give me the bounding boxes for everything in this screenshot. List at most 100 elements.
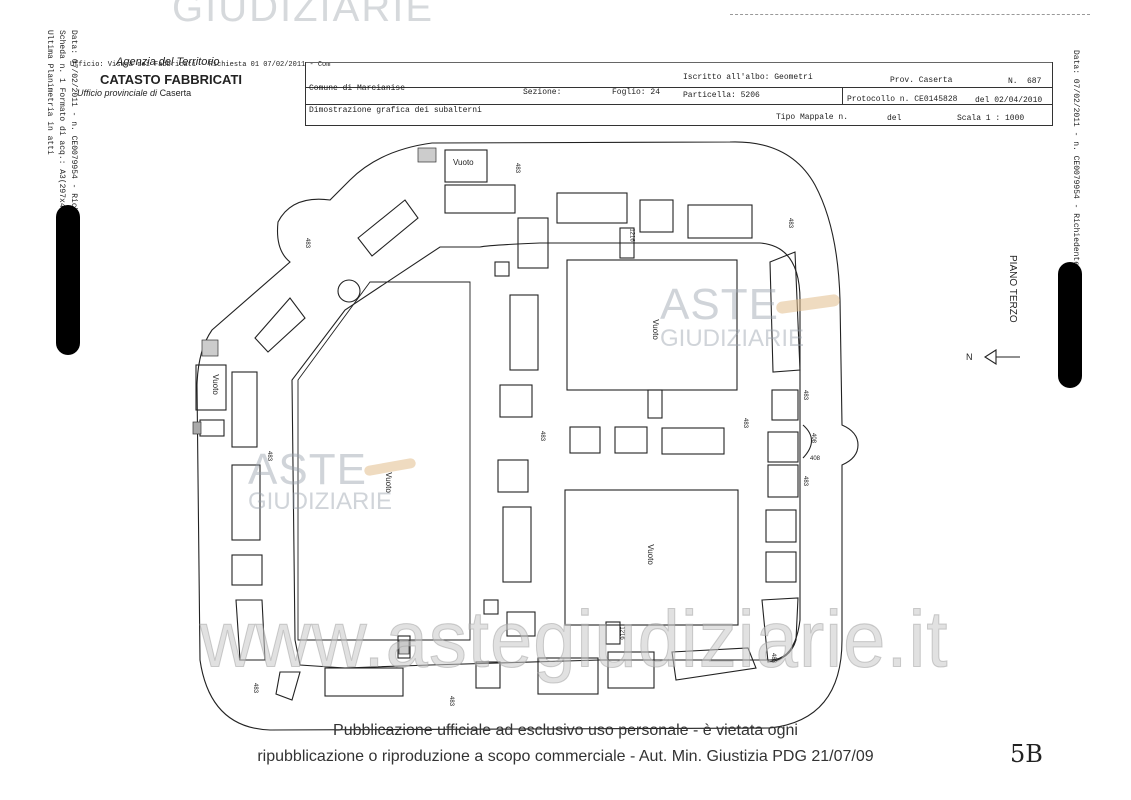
courtyard-bottom [564,489,739,626]
block-l1 [231,371,258,448]
label-vuoto-center-top: Vuoto [650,319,660,340]
label-483-e: 483 [742,417,749,429]
header-right-rule [1052,62,1053,126]
round-column [337,279,361,303]
page-mark: 5B [1010,740,1043,768]
label-483-c: 483 [787,217,794,229]
label-408-b: 408 [810,456,821,462]
particella: Particella: 5206 [683,91,760,100]
north-label: N [966,352,973,362]
iscritto: Iscritto all'albo: Geometri [683,73,813,82]
header-top-rule [305,62,1053,63]
foglio: Foglio: 24 [612,88,661,97]
block-1216-top [619,227,635,259]
block-t3 [639,199,674,233]
block-t2 [556,192,628,224]
block-m2 [499,384,533,418]
site-watermark: www.astegiudiziarie.it [200,594,949,685]
n-value: 687 [1027,77,1042,86]
ufficio-city: Caserta [159,88,192,98]
block-t5 [517,217,549,269]
label-vuoto-left: Vuoto [210,374,220,395]
top-dashed-line [730,14,1090,15]
outer-boundary [196,141,859,731]
block-l3 [231,554,263,586]
ufficio-label: Ufficio provinciale di Caserta [77,88,191,98]
block-l2 [231,464,261,541]
block-r4 [767,464,799,498]
block-stair-bottom [397,635,411,659]
prov: Prov. Caserta [890,76,953,85]
block-r3 [767,431,799,463]
block-b7 [671,647,757,681]
courtyard-left [297,281,471,641]
stair-left-2 [192,421,202,435]
block-r6 [765,551,797,583]
comune: Comune di Marcianise [309,84,406,93]
block-b4 [506,611,536,637]
header-left-rule [305,62,306,126]
stair-bottom [398,639,410,655]
watermark-aste-2: ASTE [248,445,367,494]
block-m5 [661,427,725,455]
block-b5 [537,657,599,695]
label-483-k: 483 [448,695,455,707]
inner-boundary [291,242,801,669]
block-m6 [497,459,529,493]
label-483-f: 483 [539,430,546,442]
header-mid-rule [842,87,843,105]
piano-label: PIANO TERZO [1007,255,1018,323]
footer-line-2: ripubblicazione o riproduzione a scopo c… [257,748,874,765]
label-1216-a: 1216 [628,228,635,242]
block-r1 [769,251,801,373]
block-r7 [761,597,799,663]
block-m7 [502,506,532,583]
watermark-giudiziarie-1: GIUDIZIARIE [660,325,805,352]
block-b6 [607,651,655,689]
block-small-left [199,419,225,437]
left-redaction [56,205,80,355]
label-483-d: 483 [802,389,809,401]
label-vuoto-top: Vuoto [453,158,474,167]
block-m1 [509,294,539,371]
label-vuoto-center-bottom: Vuoto [645,544,655,565]
wing-left [357,199,419,257]
protocollo: Protocollo n. CE0145828 [847,95,958,104]
block-vuoto-top [444,149,488,183]
header-row-rule-1 [305,87,1053,88]
protocollo-date: del 02/04/2010 [975,96,1043,105]
courtyard-top-notch [647,389,663,419]
block-1216-bottom [605,621,621,645]
footer-line-1: Pubblicazione ufficiale ad esclusivo uso… [333,722,798,739]
stair-left [201,339,219,357]
block-b3 [475,661,501,689]
label-408-a: 408 [810,432,817,444]
right-redaction [1058,262,1082,388]
block-m3 [569,426,601,454]
watermark-giudiziarie-2: GIUDIZIARIE [248,488,393,515]
wing-left-2 [254,297,306,353]
block-b1 [324,667,404,697]
block-vuoto-left [195,364,227,411]
block-m4 [614,426,648,454]
stair-top [417,147,437,163]
left-top-stamp: Ufficio: Visura dei Fabbricati - Richies… [70,61,331,69]
block-l4 [235,599,266,661]
header-row-rule-2 [305,104,1053,105]
scala: Scala 1 : 1000 [957,114,1025,123]
del-label: del [887,114,902,123]
north-arrow-head [983,348,997,366]
agency-name: Agenzia del Territorio [116,56,220,68]
block-t6 [494,261,510,277]
tipo-mappale: Tipo Mappale n. [776,113,849,122]
block-t4 [687,204,753,239]
label-483-a: 483 [514,162,521,174]
block-t1 [444,184,516,214]
block-r5 [765,509,797,543]
block-m8 [483,599,499,615]
n-label: N. [1008,77,1018,86]
catasto-title: CATASTO FABBRICATI [100,72,243,87]
label-483-h: 483 [802,475,809,487]
sezione: Sezione: [523,88,562,97]
